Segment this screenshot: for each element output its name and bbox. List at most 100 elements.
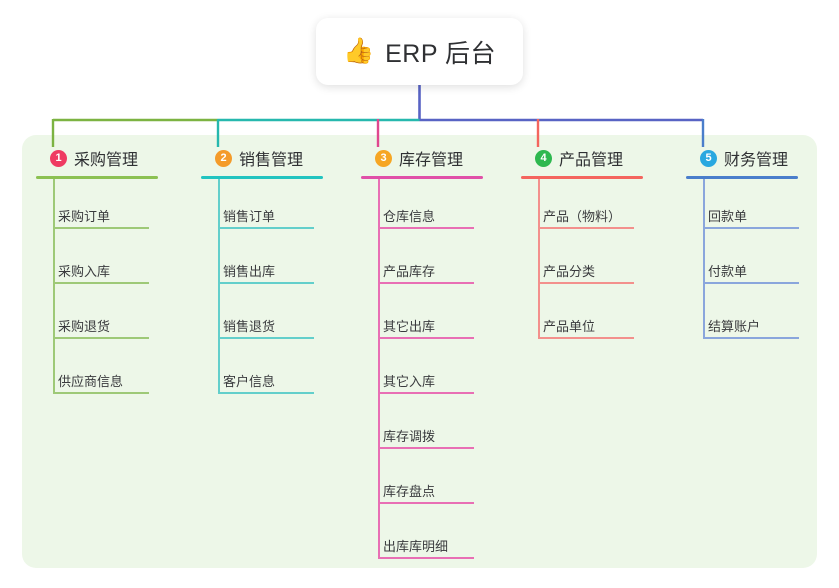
leaf-underline xyxy=(219,337,314,339)
leaf-item[interactable]: 产品分类 xyxy=(521,234,671,289)
branch-underline-4 xyxy=(521,176,643,179)
leaf-underline xyxy=(704,282,799,284)
leaf-item[interactable]: 销售出库 xyxy=(201,234,351,289)
leaf-item[interactable]: 其它入库 xyxy=(361,344,511,399)
branch-badge-2: 2 xyxy=(215,149,232,167)
leaf-item-label: 产品库存 xyxy=(383,264,436,279)
branch-column-3: 3 库存管理仓库信息产品库存其它出库其它入库库存调拨库存盘点出库库明细 xyxy=(361,145,511,564)
leaf-item[interactable]: 出库库明细 xyxy=(361,509,511,564)
leaf-underline xyxy=(379,392,474,394)
branch-header-2[interactable]: 2 销售管理 xyxy=(201,145,351,171)
branch-title: 采购管理 xyxy=(74,152,139,169)
leaf-spine xyxy=(703,179,705,339)
leaf-item-label: 库存调拨 xyxy=(383,429,436,444)
leaf-spine xyxy=(218,179,220,394)
branch-underline-5 xyxy=(686,176,798,179)
branch-badge-4: 4 xyxy=(535,149,552,167)
leaf-item-label: 回款单 xyxy=(708,209,748,224)
branch-underline-1 xyxy=(36,176,158,179)
thumbs-up-emoji: 👍 xyxy=(342,37,375,65)
leaf-item[interactable]: 付款单 xyxy=(686,234,826,289)
branch-title: 库存管理 xyxy=(399,152,464,169)
leaf-underline xyxy=(379,337,474,339)
leaf-item[interactable]: 产品单位 xyxy=(521,289,671,344)
leaf-underline xyxy=(54,227,149,229)
leaf-item[interactable]: 库存盘点 xyxy=(361,454,511,509)
leaf-item-label: 销售订单 xyxy=(223,209,276,224)
leaf-underline xyxy=(379,557,474,559)
leaf-underline xyxy=(379,282,474,284)
leaf-item[interactable]: 结算账户 xyxy=(686,289,826,344)
leaf-item-label: 产品分类 xyxy=(543,264,596,279)
leaf-underline xyxy=(379,227,474,229)
diagram-background-panel xyxy=(22,135,817,568)
leaf-item-label: 付款单 xyxy=(708,264,748,279)
leaf-item-label: 采购入库 xyxy=(58,264,111,279)
leaf-list: 仓库信息产品库存其它出库其它入库库存调拨库存盘点出库库明细 xyxy=(361,179,511,564)
leaf-underline xyxy=(379,447,474,449)
branch-title: 财务管理 xyxy=(724,152,789,169)
leaf-underline xyxy=(54,282,149,284)
leaf-item[interactable]: 销售订单 xyxy=(201,179,351,234)
branch-column-4: 4 产品管理产品（物料） 产品分类产品单位 xyxy=(521,145,671,344)
branch-underline-3 xyxy=(361,176,483,179)
leaf-item[interactable]: 仓库信息 xyxy=(361,179,511,234)
leaf-item[interactable]: 采购订单 xyxy=(36,179,186,234)
leaf-item-label: 仓库信息 xyxy=(383,209,436,224)
leaf-item[interactable]: 产品（物料） xyxy=(521,179,671,234)
leaf-underline xyxy=(539,227,634,229)
leaf-underline xyxy=(704,337,799,339)
branch-header-3[interactable]: 3 库存管理 xyxy=(361,145,511,171)
branch-column-1: 1 采购管理采购订单采购入库采购退货供应商信息 xyxy=(36,145,186,399)
leaf-item-label: 其它出库 xyxy=(383,319,436,334)
leaf-underline xyxy=(54,337,149,339)
leaf-item-label: 采购退货 xyxy=(58,319,111,334)
leaf-item[interactable]: 库存调拨 xyxy=(361,399,511,454)
leaf-item-label: 产品（物料） xyxy=(543,209,622,224)
leaf-item[interactable]: 其它出库 xyxy=(361,289,511,344)
leaf-list: 回款单付款单结算账户 xyxy=(686,179,826,344)
branch-underline-2 xyxy=(201,176,323,179)
branch-badge-3: 3 xyxy=(375,149,392,167)
leaf-spine xyxy=(378,179,380,559)
leaf-underline xyxy=(219,392,314,394)
leaf-item-label: 客户信息 xyxy=(223,374,276,389)
leaf-list: 产品（物料） 产品分类产品单位 xyxy=(521,179,671,344)
leaf-spine xyxy=(538,179,540,339)
leaf-item[interactable]: 采购入库 xyxy=(36,234,186,289)
page-title: ERP 后台 xyxy=(385,39,497,68)
leaf-item-label: 库存盘点 xyxy=(383,484,436,499)
leaf-item-label: 采购订单 xyxy=(58,209,111,224)
leaf-item-label: 供应商信息 xyxy=(58,374,124,389)
leaf-item-label: 销售出库 xyxy=(223,264,276,279)
leaf-spine xyxy=(53,179,55,394)
leaf-list: 销售订单销售出库销售退货客户信息 xyxy=(201,179,351,399)
branch-badge-1: 1 xyxy=(50,149,67,167)
leaf-item-label: 结算账户 xyxy=(708,319,761,334)
branch-header-4[interactable]: 4 产品管理 xyxy=(521,145,671,171)
branch-column-2: 2 销售管理销售订单销售出库销售退货客户信息 xyxy=(201,145,351,399)
leaf-item[interactable]: 产品库存 xyxy=(361,234,511,289)
leaf-underline xyxy=(539,337,634,339)
leaf-item-label: 其它入库 xyxy=(383,374,436,389)
leaf-item[interactable]: 回款单 xyxy=(686,179,826,234)
leaf-item[interactable]: 客户信息 xyxy=(201,344,351,399)
leaf-underline xyxy=(219,227,314,229)
branch-title: 销售管理 xyxy=(239,152,304,169)
leaf-item-label: 产品单位 xyxy=(543,319,596,334)
branch-title: 产品管理 xyxy=(559,152,624,169)
leaf-item[interactable]: 采购退货 xyxy=(36,289,186,344)
branch-header-1[interactable]: 1 采购管理 xyxy=(36,145,186,171)
leaf-underline xyxy=(54,392,149,394)
leaf-list: 采购订单采购入库采购退货供应商信息 xyxy=(36,179,186,399)
leaf-item[interactable]: 销售退货 xyxy=(201,289,351,344)
leaf-item-label: 销售退货 xyxy=(223,319,276,334)
leaf-underline xyxy=(539,282,634,284)
leaf-item[interactable]: 供应商信息 xyxy=(36,344,186,399)
root-node-card[interactable]: 👍 ERP 后台 xyxy=(316,18,523,85)
leaf-item-label: 出库库明细 xyxy=(383,539,449,554)
